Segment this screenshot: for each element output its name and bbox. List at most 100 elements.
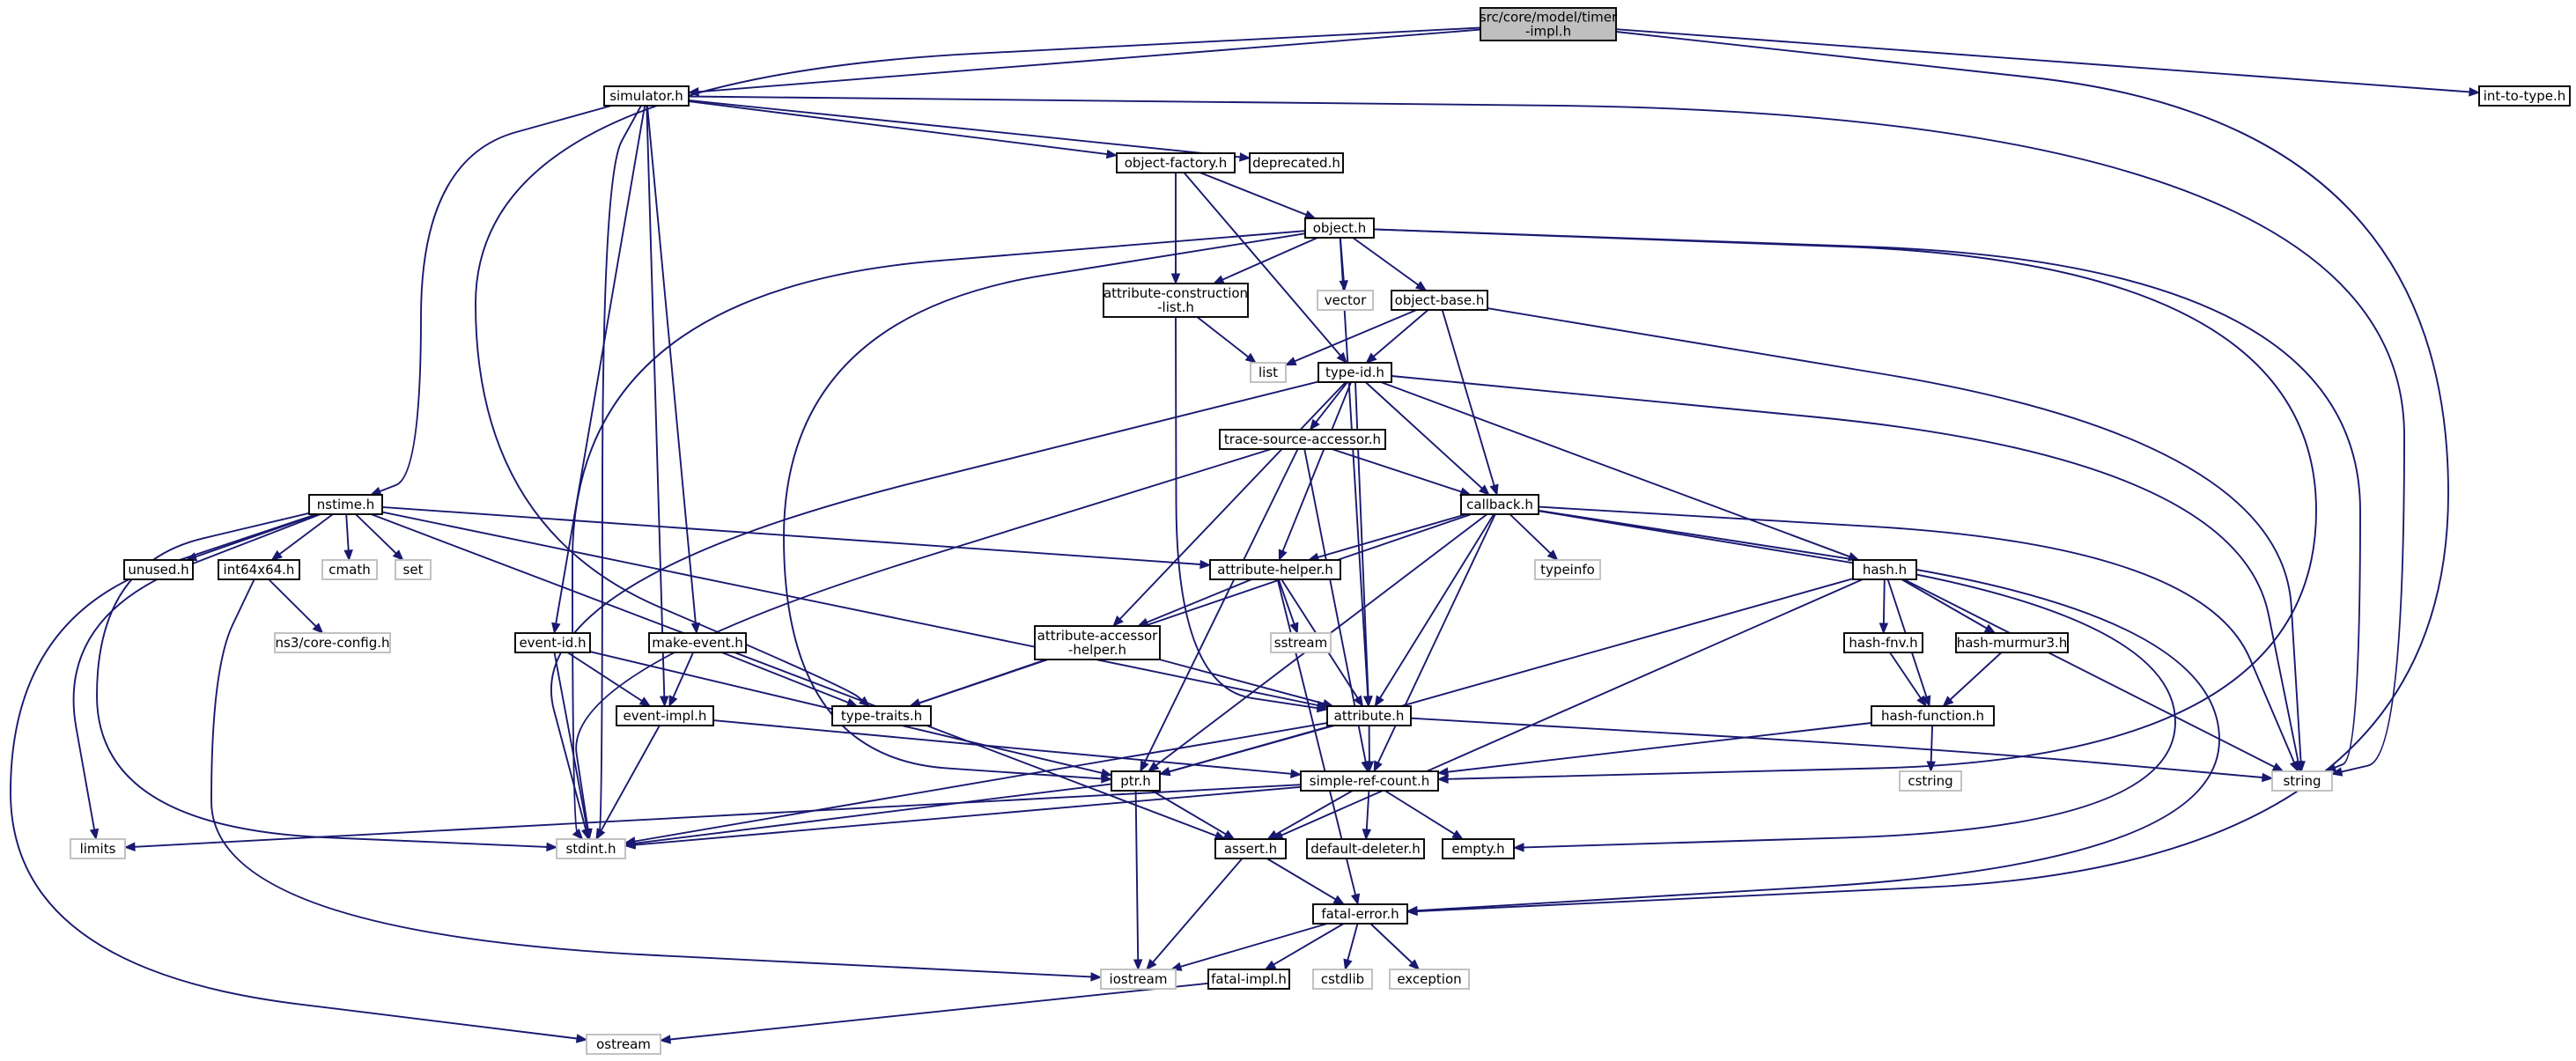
node-label-cstring: cstring — [1908, 773, 1952, 789]
edge-fatal-impl-to-ostream — [669, 982, 1209, 1041]
arrowhead-simple-ref-count-to-empty — [1451, 829, 1465, 840]
edge-callback-to-attribute — [1379, 513, 1495, 699]
arrowhead-nstime-to-attribute-helper — [1199, 559, 1212, 570]
arrowhead-hash-to-string — [2271, 763, 2284, 772]
node-box-callback — [1460, 494, 1539, 515]
node-hash-function[interactable]: hash-function.h — [1871, 705, 1995, 726]
node-box-sstream — [1270, 632, 1332, 653]
node-default-deleter[interactable]: default-deleter.h — [1306, 838, 1425, 859]
arrowhead-simulator-to-make-event — [690, 623, 701, 635]
node-attribute[interactable]: attribute.h — [1326, 705, 1412, 726]
node-event-id[interactable]: event-id.h — [514, 632, 591, 653]
node-box-stdint — [556, 838, 626, 859]
node-box-timer-impl — [1480, 7, 1617, 41]
node-box-cstring — [1899, 770, 1962, 792]
node-type-traits[interactable]: type-traits.h — [831, 705, 932, 726]
edge-attribute-helper-to-attribute-accessor-helper — [1147, 578, 1252, 623]
arrowhead-type-id-to-trace-source-accessor — [1309, 418, 1320, 431]
node-label-type-traits: type-traits.h — [841, 708, 922, 724]
node-label-limits: limits — [80, 841, 116, 857]
node-simple-ref-count[interactable]: simple-ref-count.h — [1300, 770, 1439, 792]
arrowhead-callback-to-string — [2289, 760, 2299, 773]
node-trace-source-accessor[interactable]: trace-source-accessor.h — [1219, 429, 1386, 450]
node-box-default-deleter — [1306, 838, 1425, 859]
node-int64x64[interactable]: int64x64.h — [218, 559, 300, 580]
arrowhead-type-id-to-attribute-accessor-helper — [1112, 615, 1124, 627]
arrowhead-object-to-string — [2324, 763, 2337, 772]
edge-simulator-to-nstime — [379, 105, 612, 492]
node-label-assert: assert.h — [1224, 841, 1277, 857]
node-unused[interactable]: unused.h — [123, 559, 194, 580]
node-label-list: list — [1258, 365, 1278, 380]
edge-object-base-to-type-id — [1373, 309, 1429, 357]
edge-attribute-accessor-helper-to-type-traits — [919, 659, 1049, 704]
edge-object-base-to-list — [1294, 309, 1417, 363]
arrowhead-callback-to-typeinfo — [1546, 549, 1559, 561]
arrowhead-attribute-to-string — [2262, 772, 2274, 783]
node-label-string: string — [2283, 773, 2321, 789]
node-iostream: iostream — [1100, 969, 1177, 990]
node-empty[interactable]: empty.h — [1442, 838, 1515, 859]
arrowhead-fatal-error-to-cstdlib — [1343, 958, 1353, 971]
arrowhead-fatal-error-to-fatal-impl — [1264, 960, 1277, 970]
node-label-attribute-helper: attribute-helper.h — [1217, 562, 1333, 578]
node-nstime[interactable]: nstime.h — [308, 494, 383, 515]
edge-attribute-to-stdint — [634, 722, 1328, 843]
node-label-simple-ref-count: simple-ref-count.h — [1310, 773, 1429, 789]
node-ptr[interactable]: ptr.h — [1111, 770, 1161, 792]
node-deprecated[interactable]: deprecated.h — [1249, 152, 1344, 173]
edge-attribute-construction-list-to-attribute — [1175, 316, 1318, 710]
arrowhead-attribute-to-ptr — [1158, 767, 1171, 777]
edge-nstime-to-assert — [371, 513, 1217, 836]
node-label-sstream: sstream — [1274, 635, 1327, 651]
node-attribute-helper[interactable]: attribute-helper.h — [1209, 559, 1341, 580]
node-simulator[interactable]: simulator.h — [603, 85, 690, 107]
node-object-factory[interactable]: object-factory.h — [1116, 152, 1236, 173]
node-box-ostream — [586, 1034, 661, 1055]
node-callback[interactable]: callback.h — [1460, 494, 1539, 515]
edge-object-factory-to-type-id — [1183, 172, 1341, 357]
edge-object-base-to-callback — [1441, 309, 1495, 486]
node-fatal-impl[interactable]: fatal-impl.h — [1207, 969, 1290, 990]
node-limits: limits — [70, 838, 126, 859]
node-box-deprecated — [1249, 152, 1344, 173]
arrowhead-nstime-to-cmath — [343, 549, 353, 562]
edge-object-base-to-string — [1487, 307, 2302, 763]
edge-timer-impl-to-fatal-error — [1416, 31, 2449, 912]
arrowhead-simple-ref-count-to-stdint — [624, 840, 636, 850]
node-make-event[interactable]: make-event.h — [648, 632, 747, 653]
node-event-impl[interactable]: event-impl.h — [616, 705, 714, 726]
edge-hash-function-to-cstring — [1930, 725, 1934, 763]
node-attribute-accessor-helper[interactable]: attribute-accessor-helper.h — [1034, 625, 1161, 660]
node-type-id[interactable]: type-id.h — [1318, 362, 1392, 383]
node-label-cmath: cmath — [328, 562, 370, 578]
edge-simple-ref-count-to-limits — [134, 784, 1302, 848]
node-label-object: object.h — [1313, 220, 1367, 236]
node-hash-fnv[interactable]: hash-fnv.h — [1843, 632, 1923, 653]
edge-fatal-error-to-iostream — [1180, 923, 1328, 968]
node-box-set — [395, 559, 432, 580]
node-label-ptr: ptr.h — [1120, 773, 1150, 789]
node-hash[interactable]: hash.h — [1852, 559, 1917, 580]
node-int-to-type[interactable]: int-to-type.h — [2478, 85, 2571, 107]
node-assert[interactable]: assert.h — [1214, 838, 1287, 859]
node-attribute-construction-list[interactable]: attribute-construction-list.h — [1103, 283, 1249, 318]
edge-object-factory-to-object — [1199, 172, 1307, 216]
edge-fatal-error-to-cstdlib — [1347, 923, 1359, 961]
edge-trace-source-accessor-to-callback — [1332, 448, 1462, 493]
edge-callback-to-empty — [1523, 510, 2176, 849]
node-label-ns3-core-config: ns3/core-config.h — [276, 635, 390, 651]
arrowhead-object-factory-to-type-id — [1336, 351, 1347, 364]
edge-nstime-to-attribute — [381, 511, 1318, 706]
node-box-limits — [70, 838, 126, 859]
node-hash-murmur3[interactable]: hash-murmur3.h — [1955, 632, 2069, 653]
edge-simulator-to-deprecated — [688, 99, 1241, 158]
node-object[interactable]: object.h — [1304, 217, 1375, 239]
node-object-base[interactable]: object-base.h — [1391, 290, 1488, 311]
node-label-make-event: make-event.h — [652, 635, 743, 651]
node-timer-impl[interactable]: src/core/model/timer-impl.h — [1480, 7, 1618, 41]
node-fatal-error[interactable]: fatal-error.h — [1312, 903, 1408, 925]
node-box-simulator — [603, 85, 690, 107]
arrowhead-attribute-helper-to-attribute — [1353, 695, 1364, 708]
node-box-attribute-construction-list — [1103, 283, 1249, 318]
